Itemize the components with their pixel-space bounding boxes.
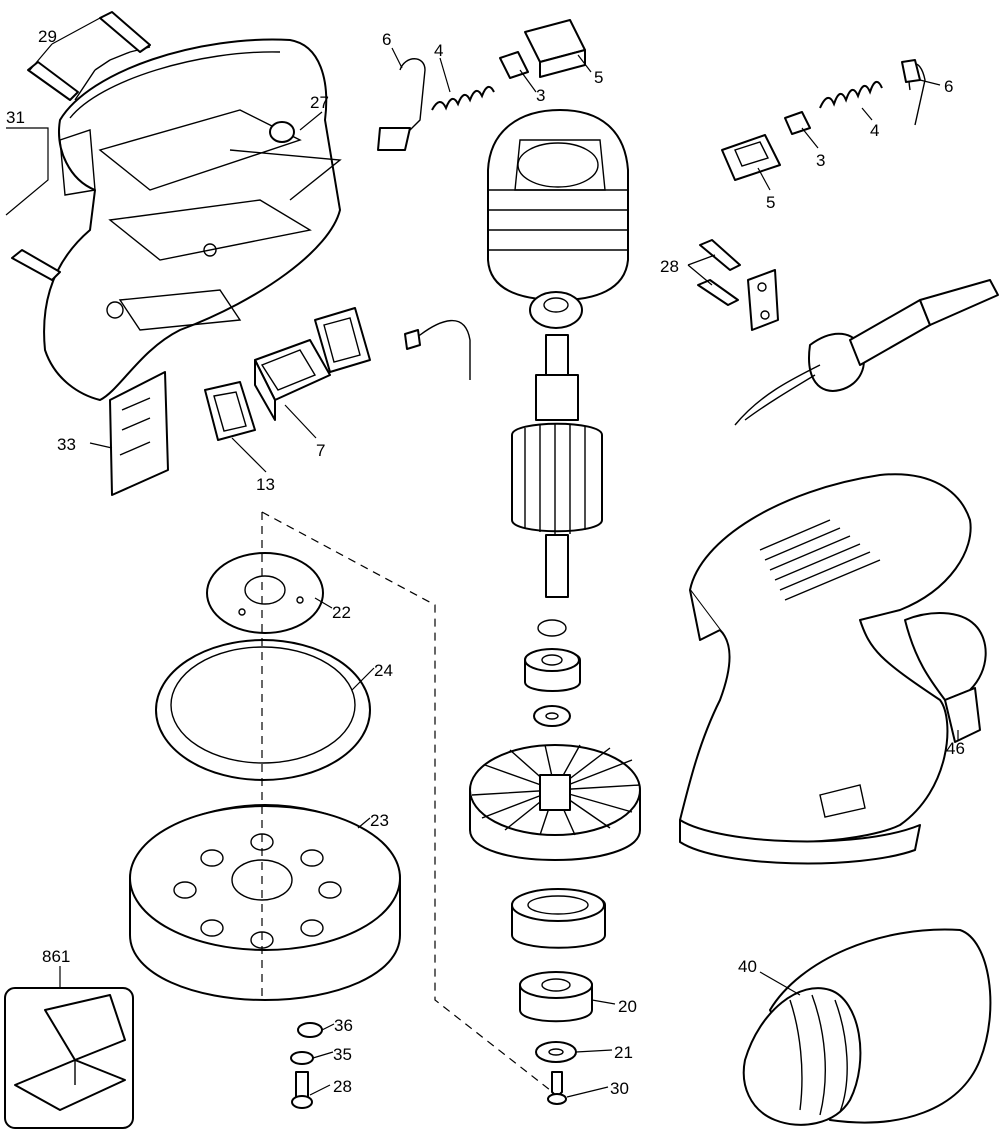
assembly-guide-line (261, 511, 551, 1091)
screw-part (547, 1071, 567, 1105)
screw-part (11, 11, 151, 281)
seal-ring-part (155, 639, 371, 781)
power-cord-part (734, 279, 999, 426)
lead-wire-part (404, 319, 471, 380)
part-label-35: 35 (333, 1045, 352, 1064)
part-label-33: 33 (57, 435, 76, 454)
bearing-part (529, 291, 583, 329)
part-label-4: 4 (870, 121, 879, 140)
plate-part (109, 371, 169, 496)
switch-part (254, 339, 331, 421)
spring-part (431, 85, 495, 111)
part-label-20: 20 (618, 997, 637, 1016)
leader-lines (5, 17, 959, 1098)
screw-part (291, 1071, 313, 1109)
part-label-31: 31 (6, 108, 25, 127)
bearing-housing-part (511, 888, 606, 949)
part-label-29: 29 (38, 27, 57, 46)
part-label-28: 28 (660, 257, 679, 276)
part-label-23: 23 (370, 811, 389, 830)
part-label-5: 5 (594, 68, 603, 87)
washer-part (535, 1041, 577, 1063)
part-label-30: 30 (610, 1079, 629, 1098)
part-label-40: 40 (738, 957, 757, 976)
brush-holder-part (524, 19, 586, 78)
sander-assembly-part (679, 473, 987, 865)
housing-half-part (43, 38, 342, 401)
part-label-3: 3 (536, 86, 545, 105)
pad-plate-part (206, 552, 324, 634)
part-label-28: 28 (333, 1077, 352, 1096)
cord-clamp-part (747, 269, 779, 331)
sanding-pad-part (129, 804, 401, 1001)
field-coil-part (487, 109, 629, 301)
carbon-brush-part (499, 51, 529, 79)
bearing-part (519, 971, 593, 1023)
part-label-24: 24 (374, 661, 393, 680)
carrying-case-part (4, 987, 134, 1129)
brush-spring-clip-part (901, 59, 926, 126)
spring-part (819, 81, 883, 109)
switch-boot-part (204, 381, 256, 441)
washer-part (297, 1022, 323, 1038)
brush-spring-clip-part (377, 58, 426, 151)
part-label-36: 36 (334, 1016, 353, 1035)
carbon-brush-part (784, 111, 811, 135)
fan-part (469, 744, 641, 861)
cushion-part (269, 121, 295, 143)
part-label-3: 3 (816, 151, 825, 170)
part-label-7: 7 (316, 441, 325, 460)
armature-part (511, 334, 603, 598)
part-label-22: 22 (332, 603, 351, 622)
part-label-46: 46 (946, 739, 965, 758)
washer-part (533, 705, 571, 727)
part-label-6: 6 (944, 77, 953, 96)
part-label-6: 6 (382, 30, 391, 49)
part-label-861: 861 (42, 947, 70, 966)
part-label-13: 13 (256, 475, 275, 494)
lock-washer-part (290, 1051, 314, 1065)
clamp-screw-part (697, 239, 741, 306)
part-label-27: 27 (310, 93, 329, 112)
gasket-part (314, 307, 371, 373)
brush-holder-part (721, 134, 781, 181)
part-label-4: 4 (434, 41, 443, 60)
retaining-ring-part (537, 619, 567, 637)
dust-canister-part (742, 928, 992, 1126)
part-label-5: 5 (766, 193, 775, 212)
part-label-21: 21 (614, 1043, 633, 1062)
bearing-part (524, 648, 581, 692)
